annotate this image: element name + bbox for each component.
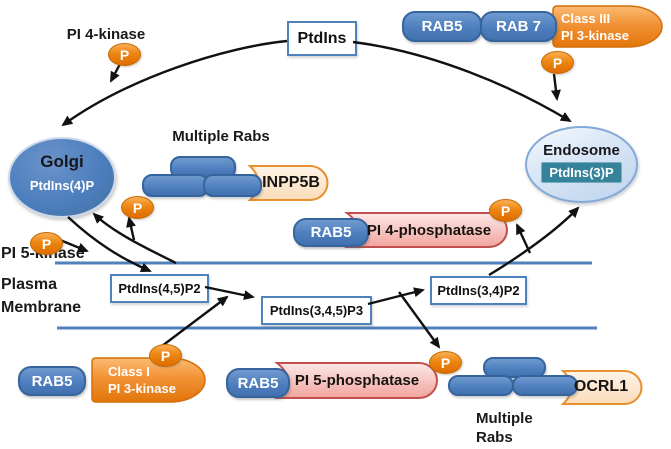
multiple-rabs-top-label: Multiple Rabs: [172, 127, 270, 145]
multiple-rabs-pill: [512, 375, 578, 396]
golgi-name: Golgi: [40, 152, 84, 171]
phosphate-marker-pi5-phosphatase: P: [429, 351, 462, 374]
inpp5b-label: INPP5B: [262, 174, 320, 191]
class-i-pi3-kinase-shape: [91, 357, 206, 403]
endosome-organelle: Endosome PtdIns(3)P: [525, 126, 638, 203]
phosphate-marker-pi5-kinase: P: [30, 232, 63, 255]
rab5-pill-pi4-phosphatase: RAB5: [293, 218, 369, 247]
class-iii-line1: Class III: [561, 11, 611, 26]
plasma-membrane-label-line2: Membrane: [1, 299, 82, 316]
rab5-pill-pi5-phosphatase: RAB5: [226, 368, 290, 398]
class-i-line2: PI 3-kinase: [108, 381, 176, 396]
endosome-lipid-badge: PtdIns(3)P: [541, 162, 622, 183]
pi5-phosphatase-label: PI 5-phosphatase: [294, 371, 420, 389]
plasma-membrane-label-line1: Plasma: [1, 276, 58, 293]
rab5-pill-class-i: RAB5: [18, 366, 86, 396]
pi4-kinase-label: PI 4-kinase: [66, 25, 146, 43]
endosome-name: Endosome: [543, 142, 620, 159]
ptdins-box: PtdIns: [287, 21, 357, 56]
ocrl1-label: OCRL1: [573, 378, 629, 395]
phosphate-marker-class-iii: P: [541, 51, 574, 74]
phosphate-marker-pi4-kinase: P: [108, 43, 141, 66]
multiple-rabs-pill: [203, 174, 262, 197]
multiple-rabs-pill: [142, 174, 209, 197]
ptdins345p3-box: PtdIns(3,4,5)P3: [261, 296, 372, 325]
class-i-pi3-kinase-label: Class I PI 3-kinase: [108, 363, 176, 397]
multiple-rabs-bottom-line1: Multiple: [476, 410, 533, 427]
golgi-organelle: Golgi PtdIns(4)P: [8, 137, 116, 218]
rab5-pill-top: RAB5: [402, 11, 482, 42]
ptdins45p2-box: PtdIns(4,5)P2: [110, 274, 209, 303]
phosphate-marker-class-i: P: [149, 344, 182, 367]
class-i-line1: Class I: [108, 364, 150, 379]
class-iii-pi3-kinase-label: Class III PI 3-kinase: [561, 10, 629, 44]
multiple-rabs-bottom-line2: Rabs: [476, 429, 513, 446]
multiple-rabs-pill: [448, 375, 514, 396]
phosphate-marker-pi4-phosphatase: P: [489, 199, 522, 222]
class-iii-line2: PI 3-kinase: [561, 28, 629, 43]
plasma-membrane-label: Plasma Membrane: [1, 273, 81, 319]
multiple-rabs-bottom-label: Multiple Rabs: [476, 409, 533, 447]
golgi-lipid-label: PtdIns(4)P: [29, 178, 95, 193]
ptdins34p2-box: PtdIns(3,4)P2: [430, 276, 527, 305]
class-iii-pi3-kinase-shape: [552, 5, 663, 48]
rab7-pill-top: RAB 7: [480, 11, 557, 42]
pi4-phosphatase-label: PI 4-phosphatase: [366, 221, 492, 239]
phosphate-marker-golgi-recycling: P: [121, 196, 154, 219]
